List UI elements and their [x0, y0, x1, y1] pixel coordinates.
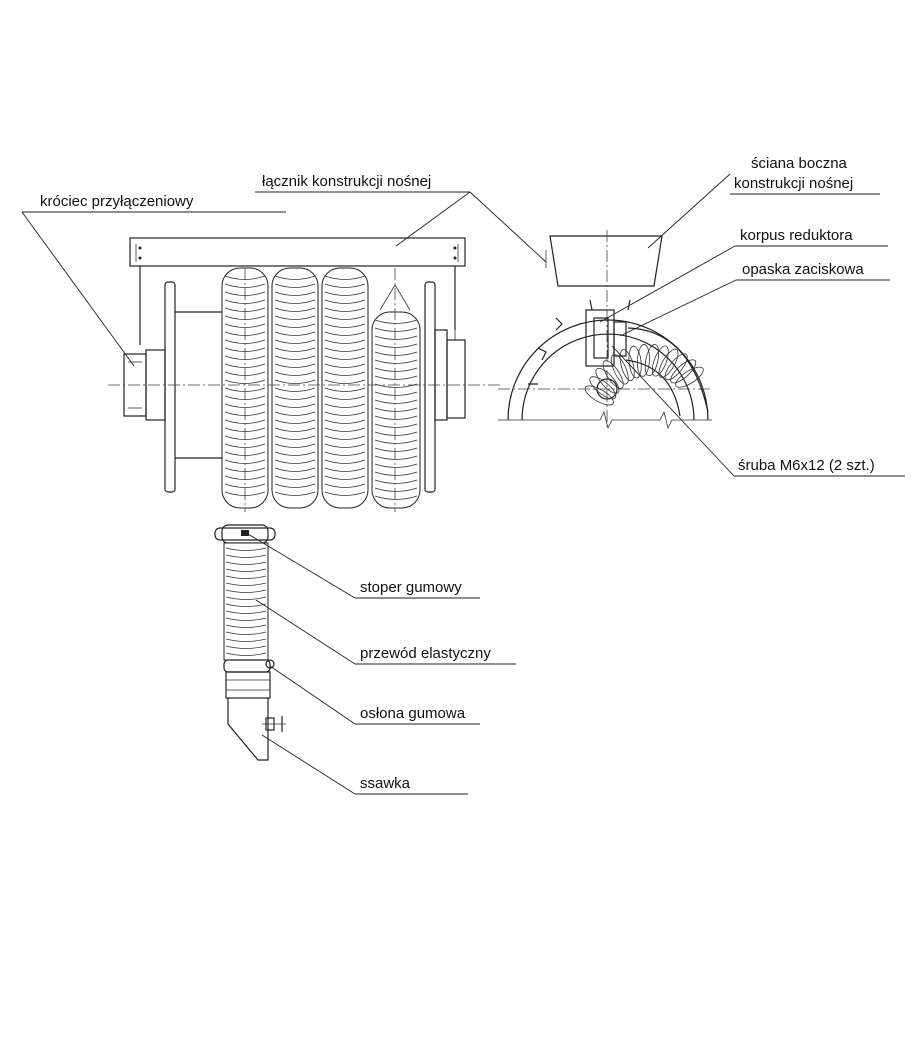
suction-nozzle: [227, 698, 269, 761]
label-sruba: śruba M6x12 (2 szt.): [738, 457, 875, 474]
rubber-cover: [223, 659, 271, 673]
label-krociec: króciec przyłączeniowy: [40, 193, 194, 210]
label-opaska: opaska zaciskowa: [742, 261, 864, 278]
clamp-band: [613, 321, 627, 357]
label-oslona: osłona gumowa: [360, 705, 466, 722]
reel-front-view: [108, 237, 500, 761]
label-sciana-1: ściana boczna: [751, 155, 848, 172]
side-wall: [549, 235, 663, 287]
label-ssawka: ssawka: [360, 775, 411, 792]
label-przewod: przewód elastyczny: [360, 645, 491, 662]
reel-left-plate: [164, 281, 176, 493]
flexible-hose: [223, 542, 269, 661]
callouts: króciec przyłączeniowy łącznik konstrukc…: [21, 155, 905, 795]
reel-side-view: [498, 230, 712, 430]
side-hose-coil: [584, 327, 709, 417]
hose-coils: [221, 267, 421, 512]
support-connector: [129, 237, 466, 267]
label-sciana-2: konstrukcji nośnej: [734, 175, 853, 192]
label-stoper: stoper gumowy: [360, 579, 462, 596]
label-lacznik: łącznik konstrukcji nośnej: [262, 173, 431, 190]
nozzle-collar: [225, 671, 271, 699]
label-korpus: korpus reduktora: [740, 227, 853, 244]
reel-right-plate: [424, 281, 436, 493]
